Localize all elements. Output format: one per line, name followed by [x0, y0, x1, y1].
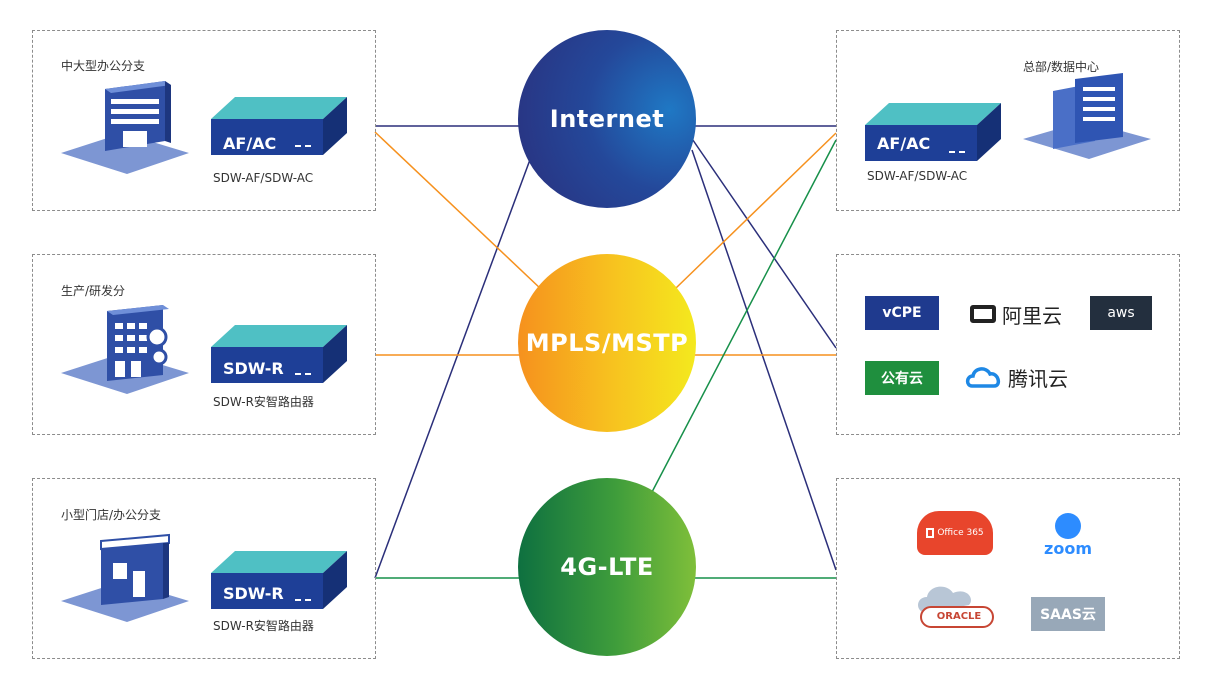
- device-caption: SDW-AF/SDW-AC: [867, 169, 968, 183]
- oracle-label: ORACLE: [936, 610, 982, 622]
- office365-label: Office 365: [937, 528, 984, 538]
- store-building-icon: [61, 533, 189, 622]
- device-caption: SDW-R安智路由器: [213, 619, 314, 633]
- lte-node: 4G-LTE: [518, 478, 696, 656]
- zoom-logo: zoom: [1037, 509, 1099, 561]
- aliyun-logo: 阿里云: [963, 299, 1069, 329]
- line-internet-cloud: [685, 129, 837, 349]
- aliyun-icon: [970, 305, 996, 323]
- zoom-camera-icon: [1055, 512, 1081, 539]
- branch-production-title: 生产/研发分: [61, 284, 126, 298]
- device-label: AF/AC: [223, 134, 277, 153]
- office-building-icon: [61, 81, 189, 174]
- oracle-logo: ORACLE: [913, 583, 997, 629]
- router-device-icon: [211, 325, 347, 383]
- office365-logo: Office 365: [917, 511, 993, 555]
- line-mpls-hq: [675, 132, 837, 289]
- line-internet-branch3: [374, 129, 542, 579]
- branch-large-office-box: 中大型办公分支 AF/AC SDW-AF/SDW-AC: [32, 30, 376, 211]
- tencent-cloud-icon: [965, 367, 1001, 388]
- hq-datacenter-box: 总部/数据中心 AF/AC SDW-AF/SDW-AC: [836, 30, 1180, 211]
- internet-node: Internet: [518, 30, 696, 208]
- aws-logo: aws: [1090, 296, 1152, 330]
- line-internet-saas: [691, 149, 837, 571]
- branch-production-box: 生产/研发分 SDW-R SDW-R安智路由器: [32, 254, 376, 435]
- datacenter-building-icon: [1023, 73, 1151, 159]
- device-label: SDW-R: [223, 359, 284, 378]
- branch-small-store-title: 小型门店/办公分支: [61, 508, 162, 522]
- line-lte-hq: [651, 139, 837, 493]
- branch-small-store-box: 小型门店/办公分支 SDW-R SDW-R安智路由器: [32, 478, 376, 659]
- mpls-node: MPLS/MSTP: [518, 254, 696, 432]
- saas-cloud-logo: SAAS云: [1031, 597, 1105, 631]
- hq-title: 总部/数据中心: [1023, 60, 1100, 74]
- router-device-icon: [211, 97, 347, 155]
- office-icon: [926, 528, 935, 538]
- device-caption: SDW-AF/SDW-AC: [213, 171, 314, 185]
- zoom-label: zoom: [1044, 538, 1092, 558]
- router-device-icon: [211, 551, 347, 609]
- tencent-logo: 腾讯云: [961, 361, 1071, 393]
- line-mpls-branch1: [374, 131, 543, 291]
- device-label: SDW-R: [223, 584, 284, 603]
- branch-large-office-title: 中大型办公分支: [61, 59, 146, 73]
- device-caption: SDW-R安智路由器: [213, 395, 314, 409]
- oracle-cloud-icon: [918, 586, 994, 628]
- tencent-label: 腾讯云: [1008, 366, 1068, 391]
- public-cloud-logo: 公有云: [865, 361, 939, 395]
- public-cloud-box: vCPE 阿里云 aws 公有云 腾讯云: [836, 254, 1180, 435]
- factory-building-icon: [61, 305, 189, 394]
- router-device-icon: [865, 103, 1001, 161]
- device-label: AF/AC: [877, 134, 931, 153]
- vcpe-logo: vCPE: [865, 296, 939, 330]
- aliyun-label: 阿里云: [1002, 303, 1062, 328]
- saas-box: Office 365 zoom ORACLE SAAS云: [836, 478, 1180, 659]
